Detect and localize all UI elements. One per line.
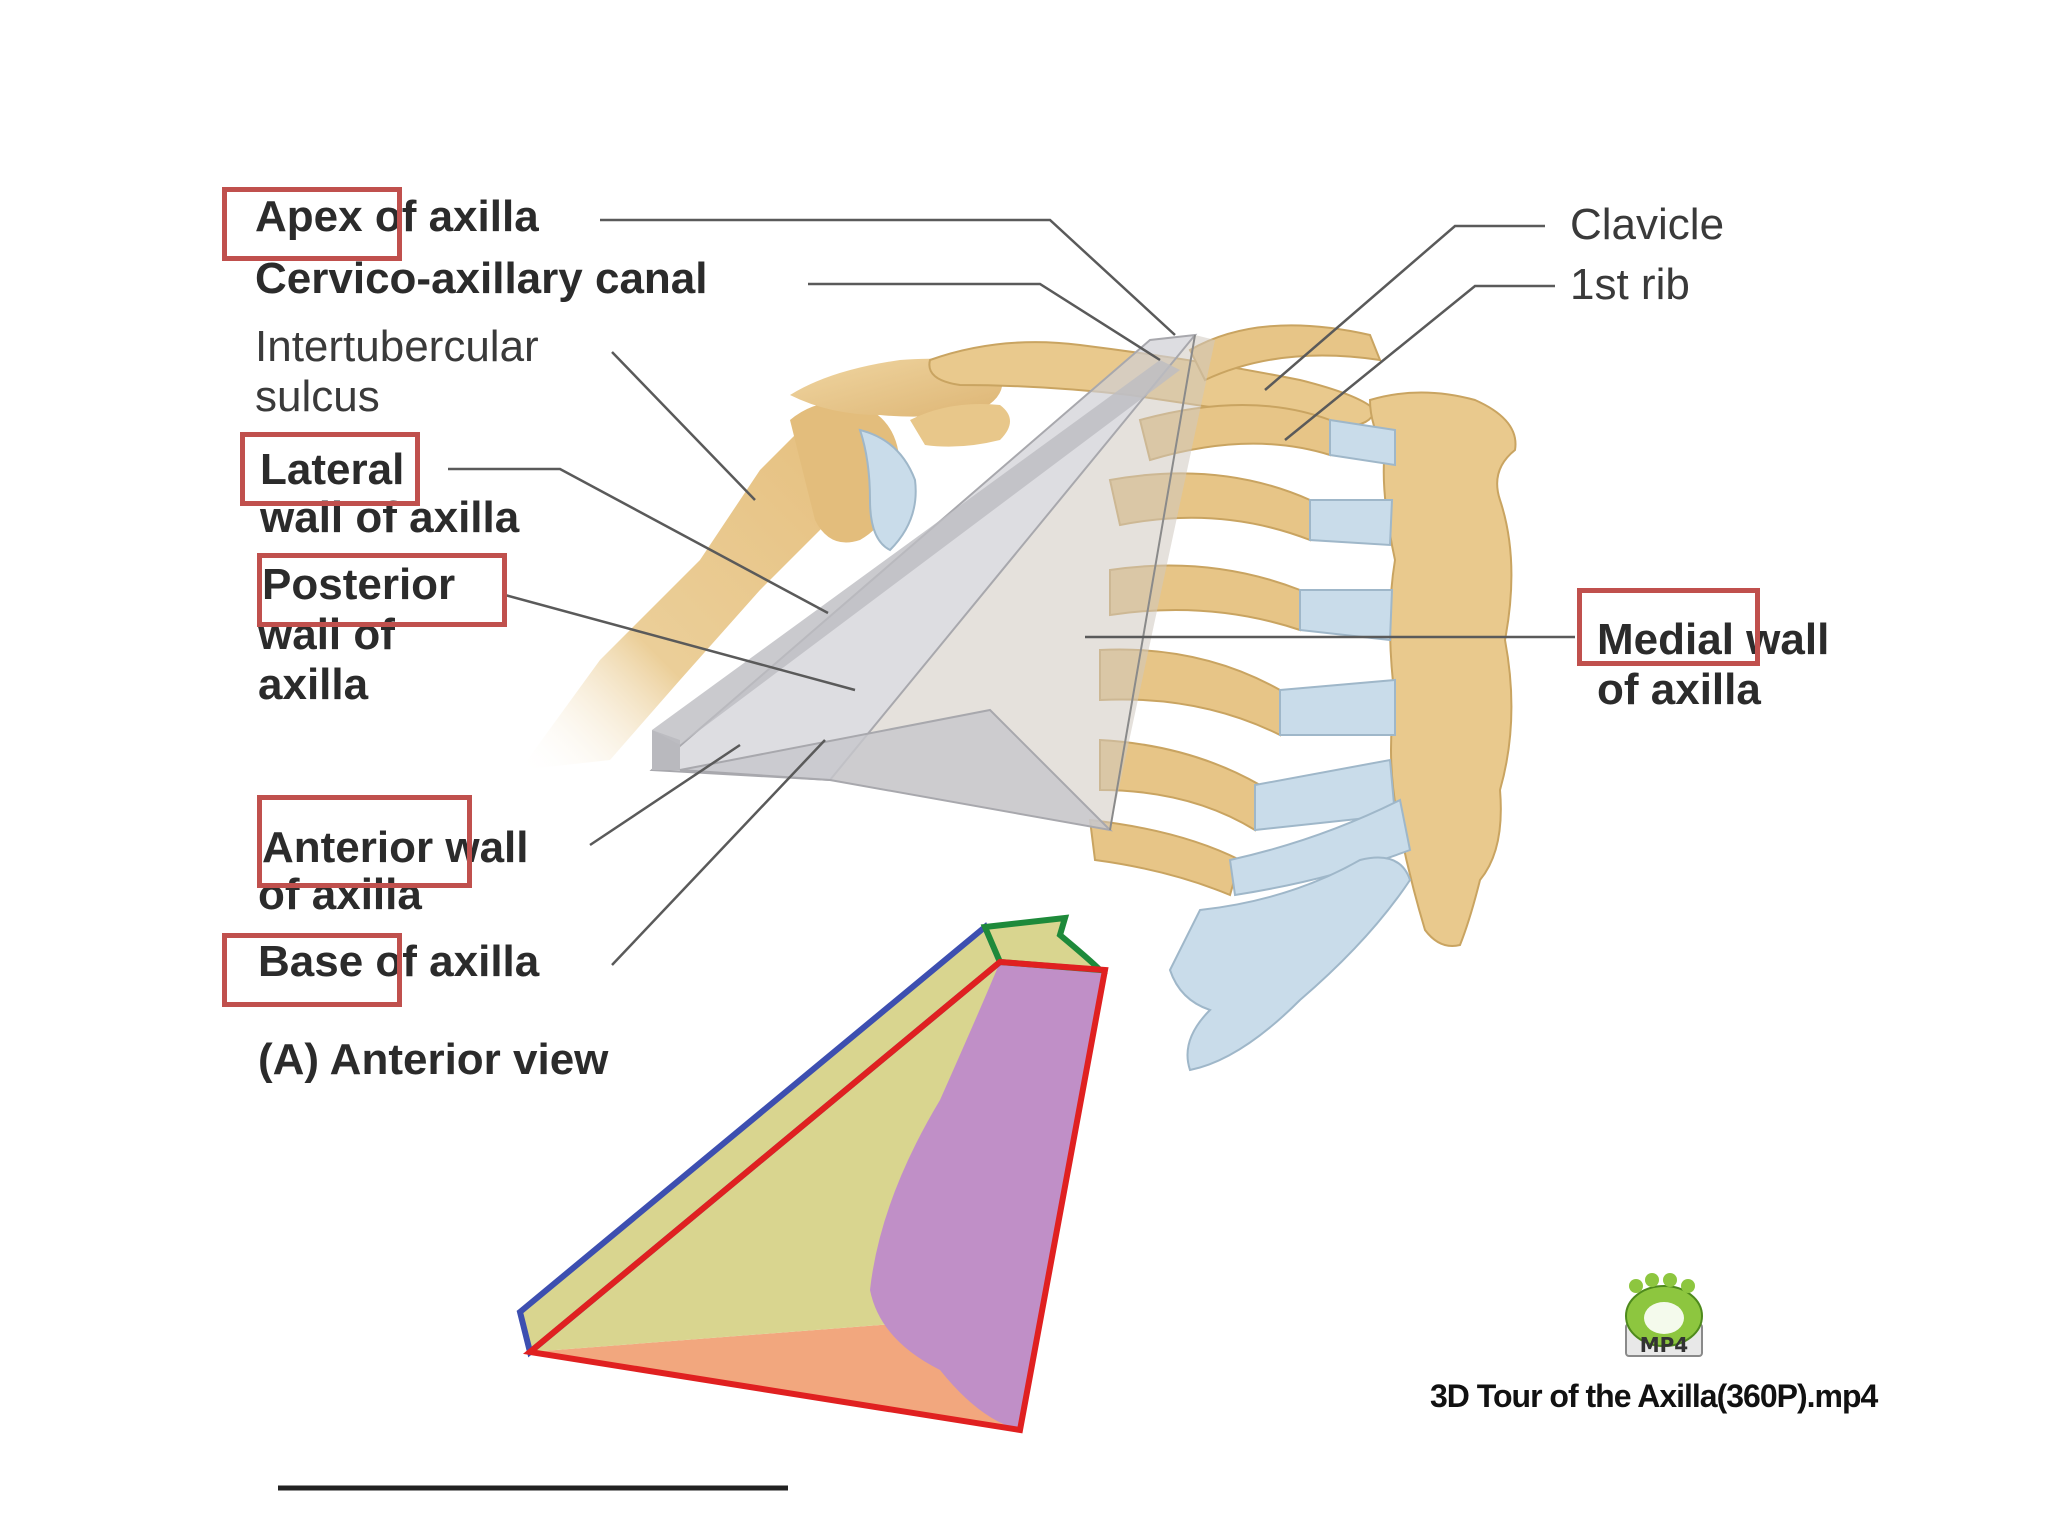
highlight-box-medial [1577, 588, 1760, 666]
label-first-rib: 1st rib [1570, 260, 1690, 309]
label-clavicle: Clavicle [1570, 200, 1725, 249]
label-medial: Medial wall [1597, 615, 1830, 664]
axilla-wall-planes [649, 333, 1215, 832]
highlight-box-lateral [240, 432, 420, 506]
label-anterior: Anterior wall [262, 823, 529, 872]
label-posterior: Posterior [262, 560, 456, 609]
highlight-box-posterior [257, 553, 507, 627]
highlight-box-apex [222, 187, 402, 261]
humerus [520, 410, 880, 770]
glenoid-cartilage [858, 428, 917, 552]
label-medial-wall: of axilla [1597, 665, 1761, 714]
label-lateral: Lateral [260, 445, 405, 494]
highlight-box-anterior [257, 795, 472, 888]
label-sulcus: sulcus [255, 372, 380, 421]
mp4-filename[interactable]: 3D Tour of the Axilla(360P).mp4 [1430, 1378, 1878, 1414]
coracoid [910, 404, 1010, 447]
label-intertubercular: Intertubercular [255, 322, 539, 371]
leader-lines [448, 218, 1575, 966]
label-anterior-wall: of axilla [258, 870, 422, 919]
schematic-red-edge [522, 958, 1109, 1434]
schematic-medial-wall [870, 962, 1105, 1430]
label-apex: Apex of axilla [255, 192, 539, 241]
sternum [1368, 391, 1517, 947]
axilla-schematic [516, 914, 1109, 1434]
label-posterior-wall: wall of [258, 610, 395, 659]
mp4-video-icon[interactable]: MP4 [1618, 1272, 1710, 1364]
schematic-lateral-wall [530, 962, 1020, 1352]
label-cervico-axillary-canal: Cervico-axillary canal [255, 254, 708, 303]
schematic-anterior-wall [530, 1315, 1020, 1430]
label-anterior-view: (A) Anterior view [258, 1035, 609, 1084]
costal-cartilages [1168, 418, 1412, 1072]
label-posterior-axilla: axilla [258, 660, 369, 709]
highlight-box-base [222, 933, 402, 1007]
mp4-icon-label: MP4 [1640, 1333, 1688, 1357]
